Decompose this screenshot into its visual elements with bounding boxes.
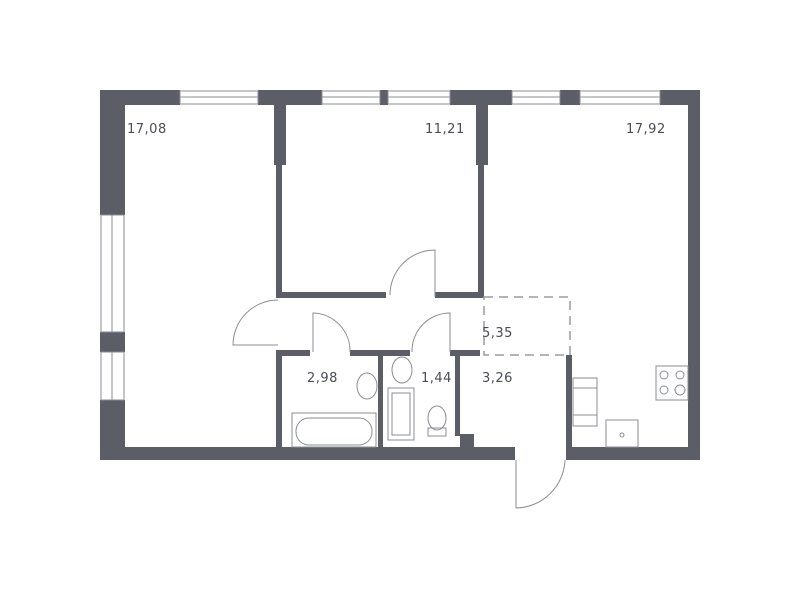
walls [100,90,700,460]
room-area-hallway: 3,26 [482,371,513,386]
fixtures [291,356,689,448]
room-area-bedroom-left: 17,08 [127,122,167,137]
windows [100,90,661,401]
room-area-wc: 1,44 [421,371,452,386]
corridor-outline [483,296,571,356]
room-area-bedroom-middle: 11,21 [425,122,465,137]
room-area-corridor: 5,35 [482,326,513,341]
doors [232,249,566,509]
room-area-bathroom: 2,98 [307,371,338,386]
room-area-kitchen-living: 17,92 [626,122,666,137]
